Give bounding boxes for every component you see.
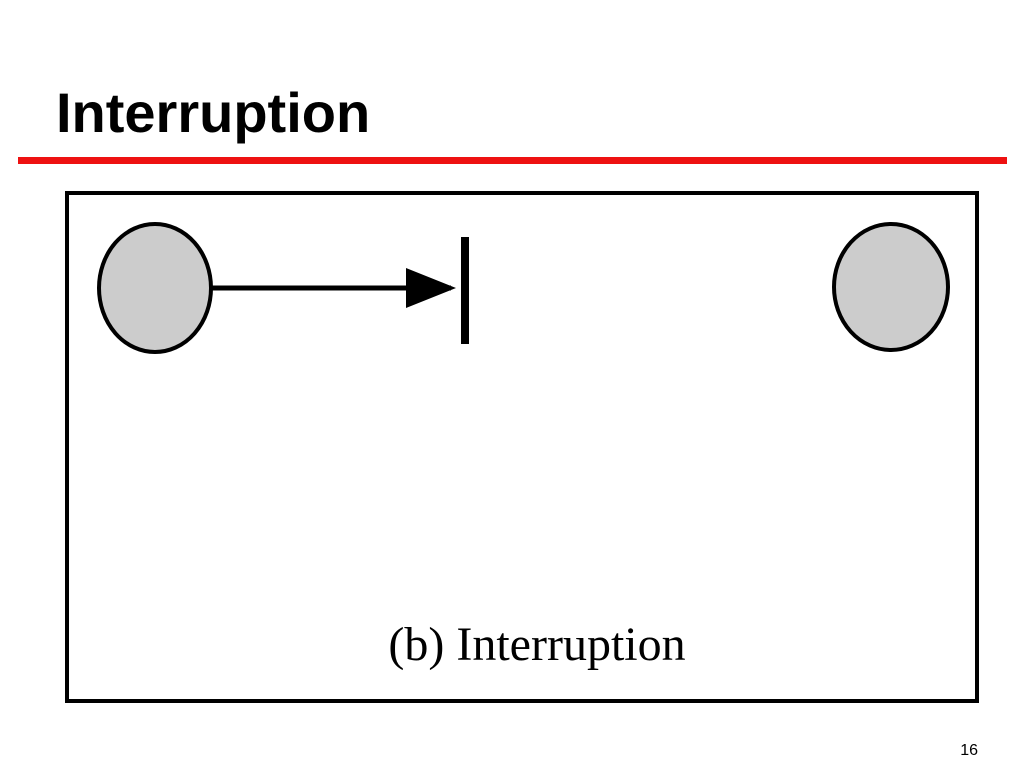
destination-node [832,222,950,352]
interruption-diagram: (b) Interruption [65,191,979,703]
source-node [97,222,213,354]
title-divider [18,157,1007,164]
page-number: 16 [960,742,978,759]
diagram-canvas [97,222,950,354]
slide-title: Interruption [56,81,371,144]
figure-caption: (b) Interruption [388,618,686,671]
